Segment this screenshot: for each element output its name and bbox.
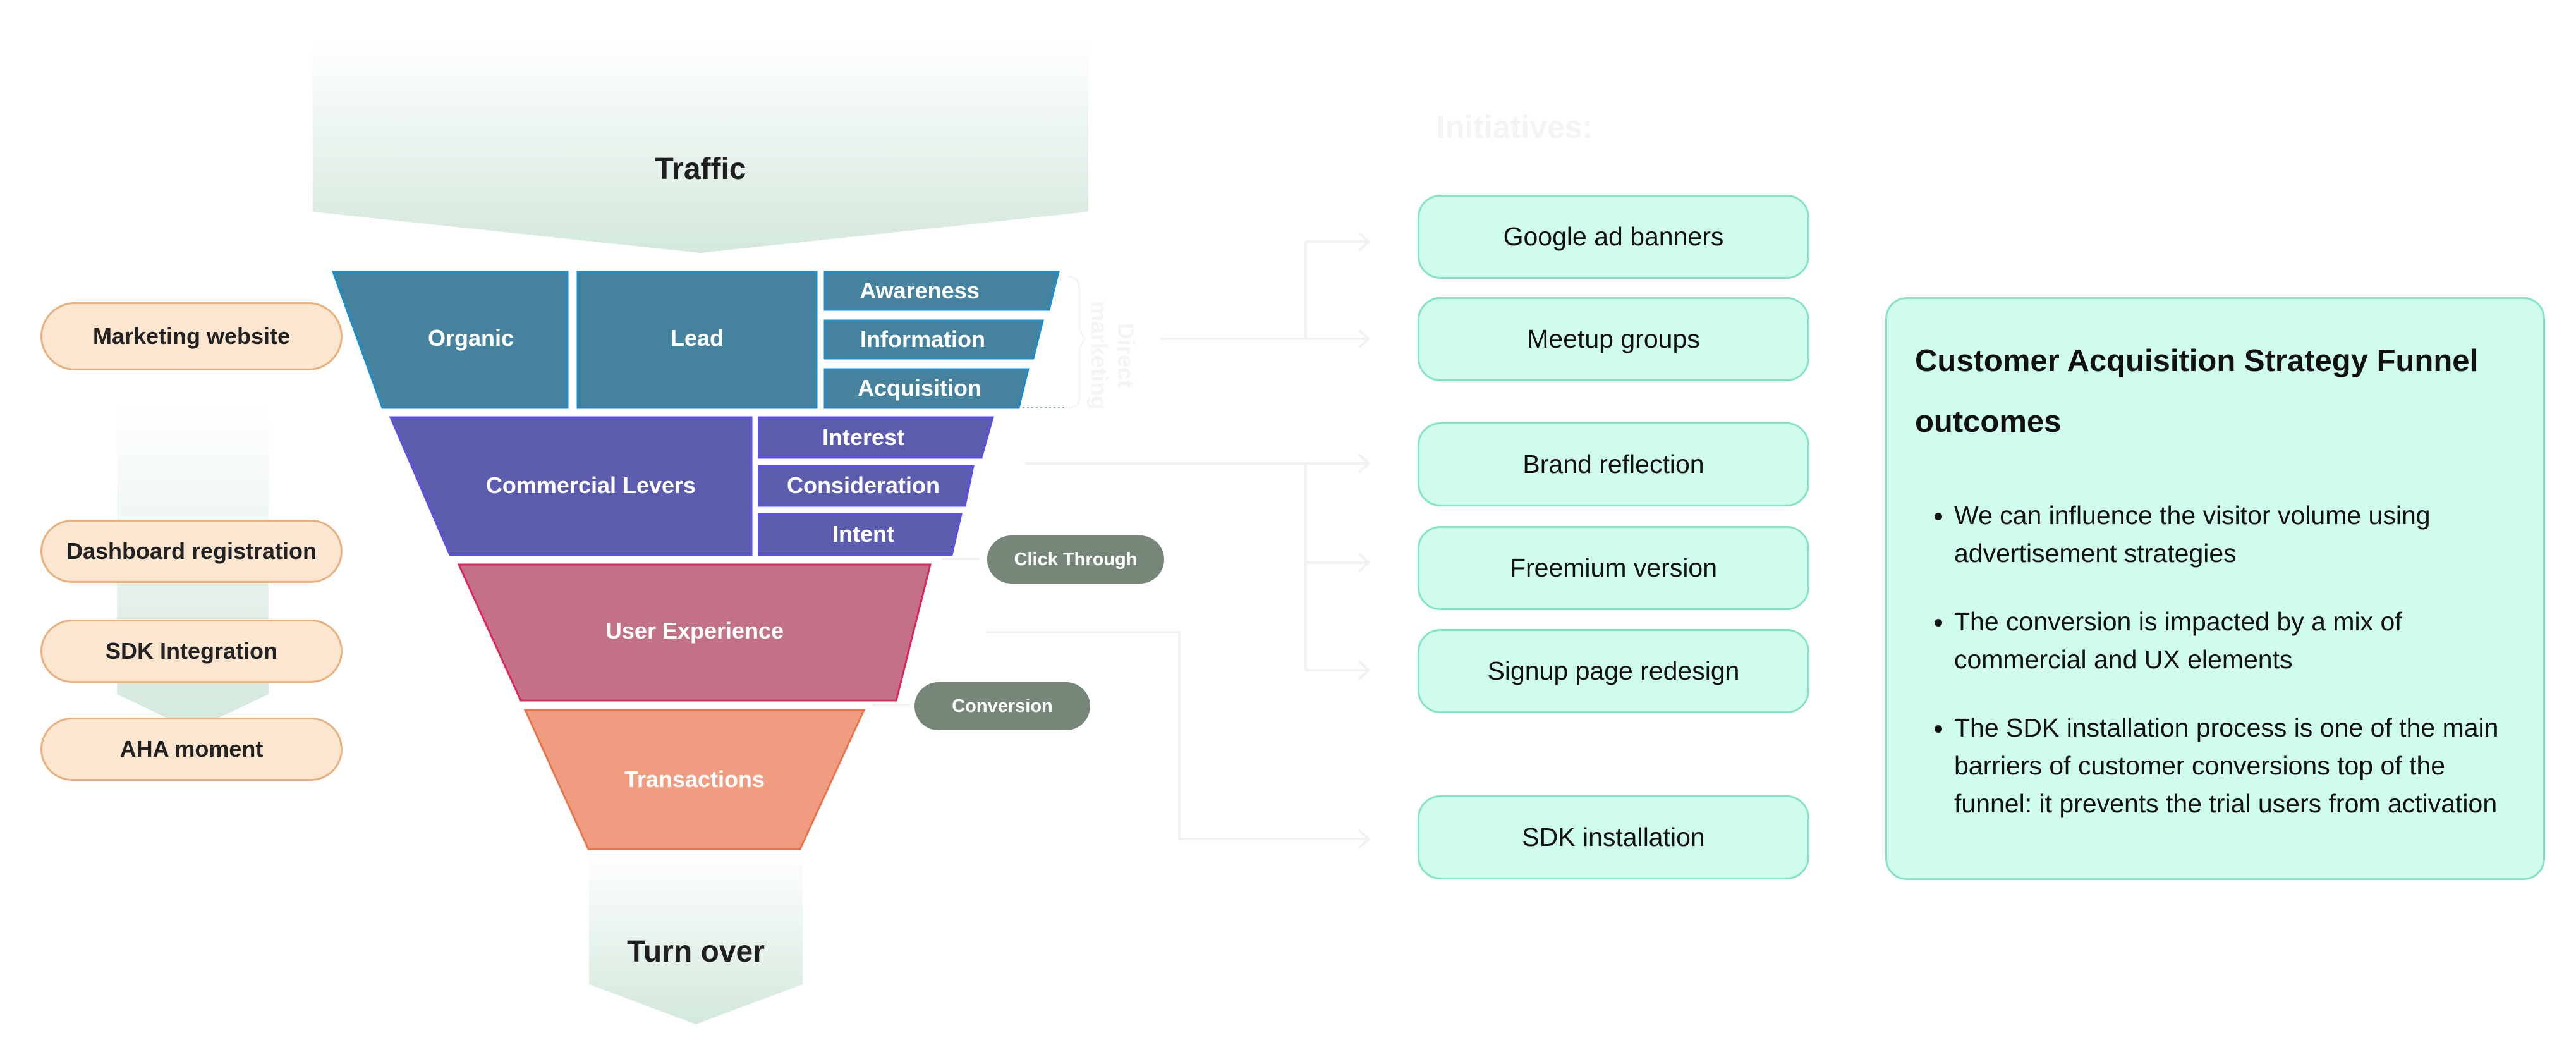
organic-label: Organic (427, 325, 514, 351)
funnel-stage-acquisition[interactable] (823, 368, 1030, 409)
awareness-label: Awareness (860, 278, 980, 303)
commercial-levers-label: Commercial Levers (485, 472, 696, 498)
funnel-stage-interest[interactable] (758, 416, 994, 459)
initiative-freemium-version[interactable]: Freemium version (1418, 526, 1809, 610)
turnover-arrow (589, 850, 803, 1024)
information-label: Information (860, 326, 985, 352)
funnel-segment-user-experience[interactable] (457, 563, 932, 702)
connector-commercial (1025, 453, 1371, 474)
connector-ux (986, 631, 1371, 849)
funnel-stage-awareness[interactable] (823, 271, 1060, 311)
funnel-stage-consideration[interactable] (758, 465, 975, 507)
funnel-segment-transactions[interactable] (523, 709, 866, 850)
funnel-segment-lead[interactable] (576, 271, 818, 409)
funnel-stage-information[interactable] (823, 319, 1044, 360)
funnel-segment-organic[interactable] (331, 271, 569, 409)
connectors (872, 231, 1371, 849)
initiative-meetup-groups[interactable]: Meetup groups (1418, 297, 1809, 381)
traffic-label: Traffic (655, 152, 746, 186)
transactions-label: Transactions (624, 766, 765, 792)
journey-step-marketing-website[interactable]: Marketing website (40, 302, 343, 370)
initiative-brand-reflection[interactable]: Brand reflection (1418, 422, 1809, 506)
journey-step-dashboard-registration[interactable]: Dashboard registration (40, 520, 343, 583)
funnel-stage-intent[interactable] (758, 513, 963, 556)
intent-label: Intent (832, 521, 894, 547)
outcome-bullet: We can influence the visitor volume usin… (1954, 496, 2515, 572)
interest-label: Interest (822, 424, 905, 450)
connector-signup (1306, 660, 1371, 680)
conversion-badge: Conversion (914, 682, 1090, 730)
turnover-label: Turn over (627, 935, 765, 969)
outcome-bullet: The conversion is impacted by a mix of c… (1954, 602, 2515, 678)
initiatives-heading: Initiatives: (1437, 109, 1593, 145)
acquisition-label: Acquisition (858, 375, 981, 401)
user-experience-label: User Experience (605, 618, 784, 644)
connector-meetup (1358, 329, 1371, 349)
outcomes-title: Customer Acquisition Strategy Funnel out… (1915, 344, 2479, 439)
click-through-badge: Click Through (987, 535, 1164, 584)
direct-marketing-label: Direct marketing (1086, 300, 1139, 410)
initiative-sdk-installation[interactable]: SDK installation (1418, 795, 1809, 879)
outcomes-panel: Customer Acquisition Strategy Funnel out… (1885, 297, 2545, 880)
journey-step-sdk-integration[interactable]: SDK Integration (40, 620, 343, 683)
journey-step-aha-moment[interactable]: AHA moment (40, 718, 343, 781)
connector-freemium (1306, 553, 1371, 573)
initiative-google-ad-banners[interactable]: Google ad banners (1418, 195, 1809, 279)
funnel-segment-commercial-levers[interactable] (389, 416, 753, 556)
outcomes-list: We can influence the visitor volume usin… (1915, 496, 2515, 823)
consideration-label: Consideration (786, 472, 940, 498)
connector-google (1306, 231, 1371, 252)
initiative-signup-page-redesign[interactable]: Signup page redesign (1418, 629, 1809, 713)
outcome-bullet: The SDK installation process is one of t… (1954, 709, 2515, 823)
traffic-arrow (313, 38, 1088, 253)
lead-label: Lead (670, 325, 724, 351)
direct-marketing-bracket (1067, 276, 1086, 409)
